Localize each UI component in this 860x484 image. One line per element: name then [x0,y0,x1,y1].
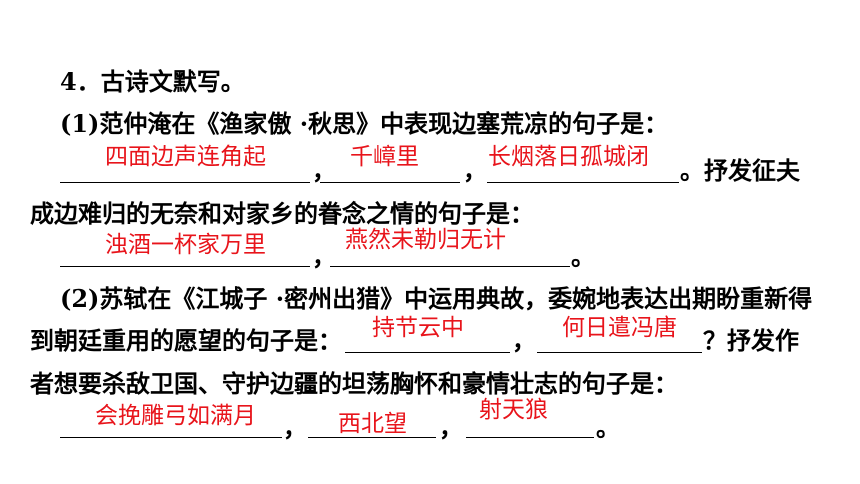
part2-answer-3: 会挽雕弓如满月 [95,403,256,429]
part1-tail: 。抒发征夫 [680,156,800,185]
part2-answer-1: 持节云中 [372,315,464,341]
comma: ， [463,156,487,185]
part2-blank-3[interactable] [60,437,282,438]
part2-blank-5[interactable] [466,437,594,438]
part1-blank-1[interactable] [60,182,310,183]
part2-blank-1[interactable] [345,352,510,353]
period: 。 [571,242,595,271]
part2-tail: ？抒发作 [703,326,799,355]
part2-answer-5: 射天狼 [479,397,548,423]
comma: ， [312,242,336,271]
part1-blank-4[interactable] [60,266,310,267]
part1-blank-3[interactable] [487,182,679,183]
part2-blank-2[interactable] [537,352,702,353]
part1-answer-1: 四面边声连角起 [105,144,266,170]
part2-line2-prefix: 到朝廷重用的愿望的句子是： [30,326,342,355]
part1-answer-3: 长烟落日孤城闭 [488,144,649,170]
part2-prompt: (2)苏轼在《江城子 ·密州出猎》中运用典故，委婉地表达出期盼重新得 [60,284,813,313]
question-heading: 4．古诗文默写。 [60,67,245,96]
part1-blank-2[interactable] [320,182,460,183]
part1-answer-4: 浊酒一杯家万里 [105,232,266,258]
part1-answer-2: 千嶂里 [350,144,419,170]
part1-answer-5: 燕然未勒归无计 [345,227,506,253]
comma: ， [283,413,307,442]
comma: ， [312,156,336,185]
part1-line2: 成边难归的无奈和对家乡的眷念之情的句子是： [30,199,534,228]
part2-answer-4: 西北望 [338,411,407,437]
part2-blank-4[interactable] [308,437,436,438]
comma: ， [512,326,536,355]
part2-answer-2: 何日遣冯唐 [562,315,677,341]
period: 。 [596,413,620,442]
part1-prompt: (1)范仲淹在《渔家傲 ·秋思》中表现边塞荒凉的句子是： [60,109,669,138]
part1-blank-5[interactable] [330,266,570,267]
comma: ， [439,413,463,442]
part2-line3: 者想要杀敌卫国、守护边疆的坦荡胸怀和豪情壮志的句子是： [30,369,678,398]
